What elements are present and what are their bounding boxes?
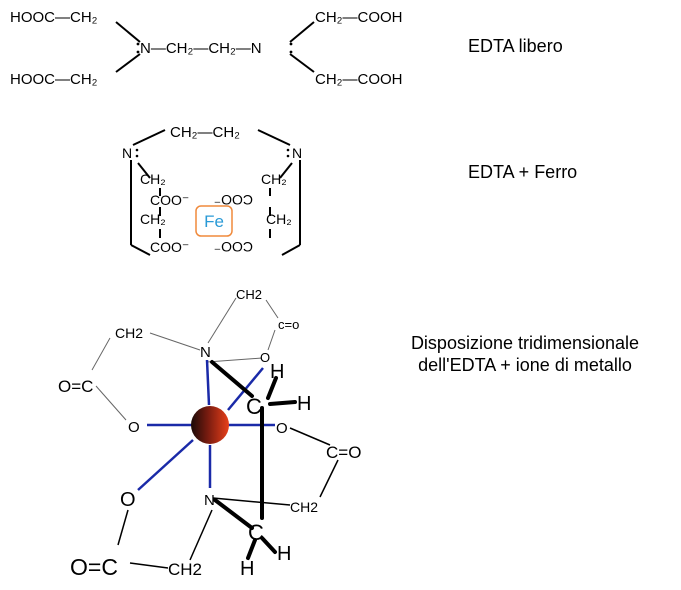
three-d-structure: CH2 c=o O CH2 O=C O N H C H O C=O CH2 N …: [58, 287, 361, 580]
td-c-bottom: C: [248, 520, 264, 545]
free-left-top-group: HOOC—CH₂: [10, 9, 98, 26]
td-co-bottom: O=C: [70, 554, 118, 580]
td-co-right: C=O: [326, 443, 361, 462]
iron-coo-right-upper: COO⁻: [214, 192, 253, 208]
free-left-bottom-group: HOOC—CH₂: [10, 71, 98, 88]
td-h-bottom-left: H: [240, 558, 254, 580]
free-bond-lb: [115, 53, 141, 73]
td-n-top: N: [200, 344, 211, 361]
caption-three-d-line2: dell'EDTA + ione di metallo: [418, 355, 632, 375]
iron-coo-left-lower: COO⁻: [150, 239, 189, 255]
iron-ch2-left-upper: CH₂: [140, 171, 166, 187]
iron-ch2-left-lower: CH₂: [140, 211, 166, 227]
td-o-top: O: [260, 350, 270, 365]
free-right-top-group: CH₂—COOH: [315, 9, 403, 26]
td-h-bottom-right: H: [277, 543, 291, 565]
free-edta-structure: HOOC—CH₂ HOOC—CH₂ N—CH₂—CH₂—N CH₂—COOH C…: [10, 9, 403, 88]
td-ch2-right: CH2: [290, 499, 318, 515]
caption-three-d: Disposizione tridimensionale dell'EDTA +…: [380, 332, 670, 376]
td-co-left: O=C: [58, 377, 93, 396]
td-h-top: H: [270, 361, 284, 383]
iron-metal-box: [195, 205, 233, 237]
iron-coo-left-upper: COO⁻: [150, 192, 189, 208]
caption-free-edta: EDTA libero: [468, 36, 563, 56]
iron-n-right: N: [292, 145, 302, 161]
td-ch2-top: CH2: [236, 287, 262, 302]
free-right-bottom-group: CH₂—COOH: [315, 71, 403, 88]
free-bond-rb: [289, 53, 315, 73]
td-co-top: c=o: [278, 317, 299, 332]
td-o-right: O: [276, 420, 288, 437]
td-n-bottom: N: [204, 492, 215, 509]
td-o-left: O: [128, 419, 140, 436]
iron-n-left: N: [122, 145, 132, 161]
iron-bridge: CH₂—CH₂: [170, 124, 240, 141]
td-o-bottom: O: [120, 489, 136, 511]
caption-three-d-line1: Disposizione tridimensionale: [410, 333, 640, 353]
free-bridge: N—CH₂—CH₂—N: [140, 40, 262, 57]
td-h-right: H: [297, 393, 311, 415]
td-ch2-left: CH2: [115, 325, 143, 341]
iron-metal-label: Fe: [204, 212, 224, 231]
iron-ch2-right-lower: CH₂: [266, 211, 292, 227]
free-bond-rt: [289, 21, 315, 43]
free-bond-lt: [115, 21, 141, 43]
td-ch2-bottom: CH2: [168, 560, 202, 579]
caption-iron-edta: EDTA + Ferro: [468, 162, 578, 182]
iron-complex-structure: CH₂—CH₂ N N CH₂ CH₂ COO⁻ COO⁻ CH₂ CH₂ CO…: [122, 124, 302, 256]
iron-ch2-right-upper: CH₂: [261, 171, 287, 187]
iron-coo-right-lower: COO⁻: [214, 239, 253, 255]
td-c-top: C: [246, 394, 262, 419]
metal-ion: [191, 406, 229, 444]
